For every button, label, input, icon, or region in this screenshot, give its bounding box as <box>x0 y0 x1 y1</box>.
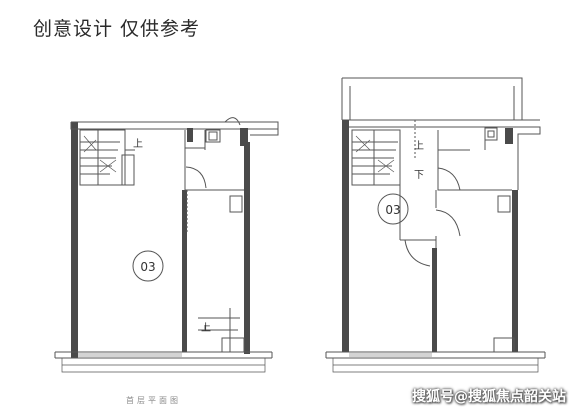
plan-caption: 首层平面图 <box>126 396 181 405</box>
page-title: 创意设计 仅供参考 <box>33 18 201 40</box>
left-bottom-sill <box>54 351 273 359</box>
left-unit-circle <box>132 250 164 282</box>
left-stair-up-label-2: 上 <box>201 322 211 334</box>
left-floor-plan <box>54 117 279 373</box>
right-top-extension <box>341 77 540 121</box>
left-door-top <box>224 117 241 126</box>
left-bathroom-walls <box>184 130 244 191</box>
left-unit-label: 03 <box>140 260 155 274</box>
right-door-3 <box>404 239 431 267</box>
right-unit-circle <box>377 193 409 225</box>
right-unit-label: 03 <box>385 203 400 217</box>
right-wall-mid <box>432 248 437 352</box>
right-bottom-sill <box>325 351 546 359</box>
right-door-1 <box>437 167 461 191</box>
right-floor-plan <box>325 77 546 373</box>
right-door-2 <box>435 209 461 237</box>
right-stair-down-label: 下 <box>414 170 424 181</box>
left-wall-left <box>71 122 78 358</box>
watermark: 搜狐号@搜狐焦点韶关站 <box>412 389 566 405</box>
left-wall-mid <box>182 190 187 352</box>
right-stair-up-label: 上 <box>414 140 424 152</box>
right-wall-right <box>512 190 518 352</box>
left-wall-right <box>244 142 250 354</box>
right-wall-left <box>342 120 349 352</box>
left-stair-up-label: 上 <box>133 138 143 150</box>
right-room-walls <box>437 130 512 191</box>
left-door-wc <box>185 166 207 189</box>
